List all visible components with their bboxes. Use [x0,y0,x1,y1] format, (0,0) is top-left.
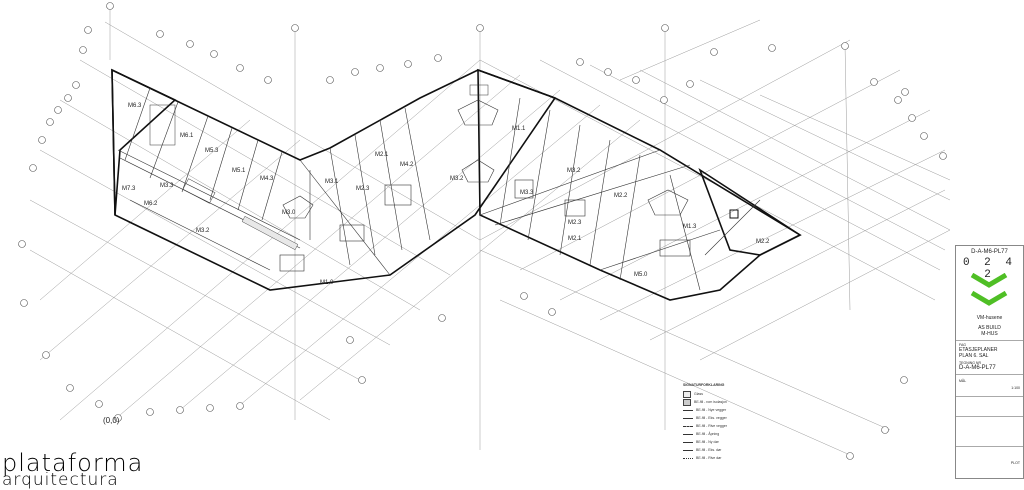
room-label: M3.1 [325,179,339,185]
fag-label: FAG [959,343,967,347]
right-partitions [457,84,761,291]
legend-item: BE-fill - Rive dør [683,454,739,462]
legend-item: BE-fill - rom isolasjon [683,398,739,406]
room-label: M2.2 [614,193,628,199]
room-label: M3.2 [567,168,581,174]
legend-item: BE-fill - Ny dør [683,438,739,446]
room-label: M4.3 [260,176,274,182]
room-label: M2.3 [568,220,582,226]
company-logo-icon [970,273,1008,306]
status-label: AS BUILD [978,325,1001,331]
grid-lines [29,5,951,456]
room-label: M3.0 [282,210,296,216]
room-label: M6.3 [128,103,142,109]
legend-item: BE-fill - Nye vegger [683,406,739,414]
brand-plot: PLOT [1010,461,1020,465]
scale-label: MÅL [959,379,967,383]
legend-item: BE-fill - Åpning [683,430,739,438]
room-label: M2.3 [356,186,370,192]
room-label: M3.2 [450,176,464,182]
footer-brand-line1: plataforma [2,449,144,477]
room-label: M1.1 [512,126,526,132]
room-label: M6.1 [180,133,194,139]
legend-item: BE-fill - Rive vegger [683,422,739,430]
room-label: M2.1 [375,152,389,158]
right-wing [477,68,802,301]
scale-value: 1:100 [1011,386,1020,390]
plan-title-2: PLAN 6. SAL [959,353,989,359]
tegnr-label: TEGNING NR [959,361,981,365]
grid-bubbles [18,2,947,460]
room-label: M5.3 [205,148,219,154]
room-label: M3.3 [520,190,534,196]
floor-plan-drawing: M6.3 M7.3 M6.2 M6.1 M5.3 M5.1 M4.3 M3.3 … [18,2,951,460]
legend-item: Glass [683,390,739,398]
drawing-code-top: D-A-M6-PL77 [971,249,1008,255]
room-label: M1.3 [683,224,697,230]
room-label: M2.1 [568,236,582,242]
room-label: M4.2 [400,162,414,168]
company-name: VM-husene [976,315,1003,321]
legend: SIGNATURFORKLARING Glass BE-fill - rom i… [683,383,739,462]
origin-label: (0,0) [103,416,120,425]
room-label: M2.2 [756,239,770,245]
room-label: M3.3 [160,183,174,189]
room-label: M1.0 [320,280,334,286]
room-labels: M6.3 M7.3 M6.2 M6.1 M5.3 M5.1 M4.3 M3.3 … [122,103,770,286]
legend-item: BE-fill - Eks. dør [683,446,739,454]
footer-brand-line2: arquitectura [2,470,119,490]
drawing-code: D-A-M6-PL77 [959,365,996,371]
room-label: M3.2 [196,228,210,234]
drawing-number: 0 2 4 2 [962,257,1016,281]
legend-item: BE-fill - Eks. vegger [683,414,739,422]
room-label: M5.1 [232,168,246,174]
title-block: D-A-M6-PL77 0 2 4 2 VM-husene AS BUILD M… [955,245,1024,479]
room-label: M6.2 [144,201,158,207]
plan-title-1: ETASJEPLANER [959,347,998,353]
legend-title: SIGNATURFORKLARING [683,383,725,387]
left-partitions [117,87,431,276]
room-label: M7.3 [122,186,136,192]
building-label: M-HUS [981,331,998,337]
room-label: M5.0 [634,272,648,278]
